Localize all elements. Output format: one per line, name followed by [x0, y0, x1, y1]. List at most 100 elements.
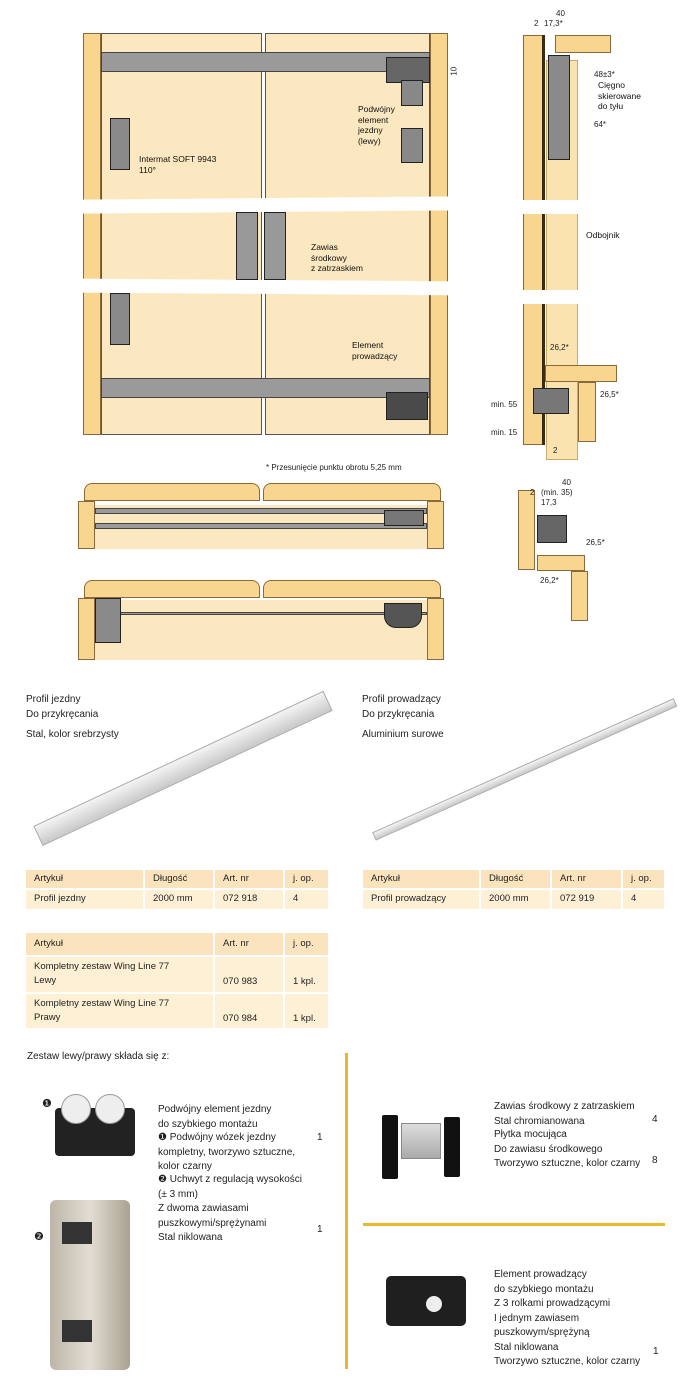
- center-hinge-image: [401, 1123, 441, 1159]
- cell: 4: [285, 890, 328, 909]
- post: [427, 598, 444, 660]
- guide-element-icon: [386, 392, 428, 420]
- guide-element-image: [386, 1276, 466, 1326]
- gap-line: [542, 35, 545, 445]
- label-center-hinge: Zawias środkowy z zatrzaskiem: [311, 242, 363, 274]
- door-section: [523, 35, 543, 445]
- dim-label: 40: [556, 9, 565, 18]
- product-material: Aluminium surowe: [362, 729, 444, 740]
- item-center-hinge: Zawias środkowy z zatrzaskiem Stal chrom…: [494, 1101, 635, 1127]
- qty: 1: [653, 1346, 659, 1357]
- col-header: Artykuł: [26, 870, 143, 889]
- door-top-right: [263, 483, 441, 501]
- pivot-note: * Przesunięcie punktu obrotu 5,25 mm: [266, 463, 402, 472]
- bracket-icon: [401, 80, 423, 106]
- door-top-left: [84, 483, 260, 501]
- dim-label: min. 55: [491, 400, 518, 409]
- right-post: [430, 33, 448, 435]
- dim-label: 26,2*: [540, 576, 559, 585]
- divider-vertical: [345, 1053, 348, 1369]
- carriage-side-icon: [548, 55, 570, 160]
- marker-2: ❷: [34, 1231, 44, 1243]
- dim-label: (min. 35): [541, 488, 573, 497]
- guide-side-icon: [533, 388, 569, 414]
- cabinet-interior: [95, 600, 427, 660]
- dim-label: 2: [534, 19, 539, 28]
- left-door: [101, 33, 262, 435]
- product-material: Stal, kolor srebrzysty: [26, 729, 119, 740]
- dim-label: 48±3*: [594, 70, 615, 79]
- table-header: Artykuł Art. nr j. op.: [26, 933, 328, 955]
- dim-label: 64*: [594, 120, 607, 129]
- cell: 070 983: [215, 957, 283, 992]
- product-mounting: Do przykręcania: [26, 708, 99, 720]
- set-heading: Zestaw lewy/prawy składa się z:: [27, 1051, 170, 1062]
- qty: 8: [652, 1155, 658, 1166]
- product-name: Profil jezdny: [26, 694, 81, 705]
- product-name: Profil prowadzący: [362, 694, 441, 705]
- cell: 2000 mm: [481, 890, 550, 909]
- cell: 072 919: [552, 890, 621, 909]
- cell: Profil prowadzący: [363, 890, 479, 909]
- roller-wheel: [61, 1094, 91, 1124]
- post: [427, 501, 444, 549]
- table-header: Artykuł Długość Art. nr j. op.: [26, 870, 328, 889]
- door-section: [518, 490, 535, 570]
- qty: 1: [317, 1224, 323, 1235]
- item-mounting-plate: Płytka mocująca Do zawiasu środkowego Tw…: [494, 1129, 641, 1169]
- cell: 070 984: [215, 993, 283, 1028]
- label-double-carriage: Podwójny element jezdny (lewy): [358, 104, 395, 146]
- col-header: j. op.: [285, 870, 328, 889]
- item-double-carriage-part2: ❷ Uchwyt z regulacją wysokości (± 3 mm) …: [158, 1174, 303, 1243]
- table-row: Profil jezdny 2000 mm 072 918 4: [26, 890, 328, 909]
- rail: [95, 523, 427, 529]
- table-row: Kompletny zestaw Wing Line 77 Prawy 070 …: [26, 993, 328, 1028]
- double-carriage-image: [55, 1094, 135, 1156]
- guide-roller: [426, 1296, 442, 1312]
- dim-label: 17,3: [541, 498, 557, 507]
- post: [78, 598, 95, 660]
- bottom-post: [578, 382, 596, 442]
- dim-label: 10: [449, 66, 459, 76]
- hinge-icon: [110, 293, 130, 345]
- product-left-desc: Profil jezdny Do przykręcania Stal, kolo…: [26, 693, 119, 743]
- table-row: Profil prowadzący 2000 mm 072 919 4: [363, 890, 664, 909]
- height-adjust-bracket-image: [50, 1200, 130, 1370]
- break-line: [77, 278, 459, 296]
- mounting-plate-image: [444, 1117, 460, 1177]
- bottom-panel: [537, 555, 585, 571]
- col-header: Długość: [145, 870, 213, 889]
- col-header: Art. nr: [215, 870, 283, 889]
- bottom-rail: [101, 378, 430, 398]
- col-header: j. op.: [623, 870, 664, 889]
- qty: 4: [652, 1114, 658, 1125]
- dim-label: 40: [562, 478, 571, 487]
- carriage-icon: [384, 510, 424, 526]
- label-cable: Cięgno skierowane do tyłu: [598, 80, 641, 112]
- dim-label: 17,3*: [544, 19, 563, 28]
- dim-label: 26,5*: [586, 538, 605, 547]
- bracket-icon: [401, 128, 423, 163]
- cell: Kompletny zestaw Wing Line 77 Lewy: [26, 957, 213, 992]
- table-row: Kompletny zestaw Wing Line 77 Lewy 070 9…: [26, 957, 328, 992]
- break-line: [518, 200, 618, 214]
- bottom-panel: [545, 365, 617, 382]
- cell: 072 918: [215, 890, 283, 909]
- dim-label: 26,2*: [550, 343, 569, 352]
- rail: [95, 612, 427, 615]
- top-panel: [555, 35, 611, 53]
- item-guide-element: Element prowadzący do szybkiego montażu …: [494, 1269, 641, 1367]
- post: [78, 501, 95, 549]
- col-header: j. op.: [285, 933, 328, 955]
- label-intermat: Intermat SOFT 9943 110°: [139, 154, 217, 175]
- roller-wheel: [95, 1094, 125, 1124]
- door-top-right: [263, 580, 441, 598]
- guide-element-icon: [537, 515, 567, 543]
- center-hinge-icon: [236, 212, 258, 280]
- table-guide-rail: Artykuł Długość Art. nr j. op. Profil pr…: [361, 868, 666, 911]
- cell: Profil jezdny: [26, 890, 143, 909]
- table-kits: Artykuł Art. nr j. op. Kompletny zestaw …: [24, 931, 330, 1030]
- product-right-desc: Profil prowadzący Do przykręcania Alumin…: [362, 693, 444, 743]
- cell: 1 kpl.: [285, 993, 328, 1028]
- top-rail: [101, 52, 430, 72]
